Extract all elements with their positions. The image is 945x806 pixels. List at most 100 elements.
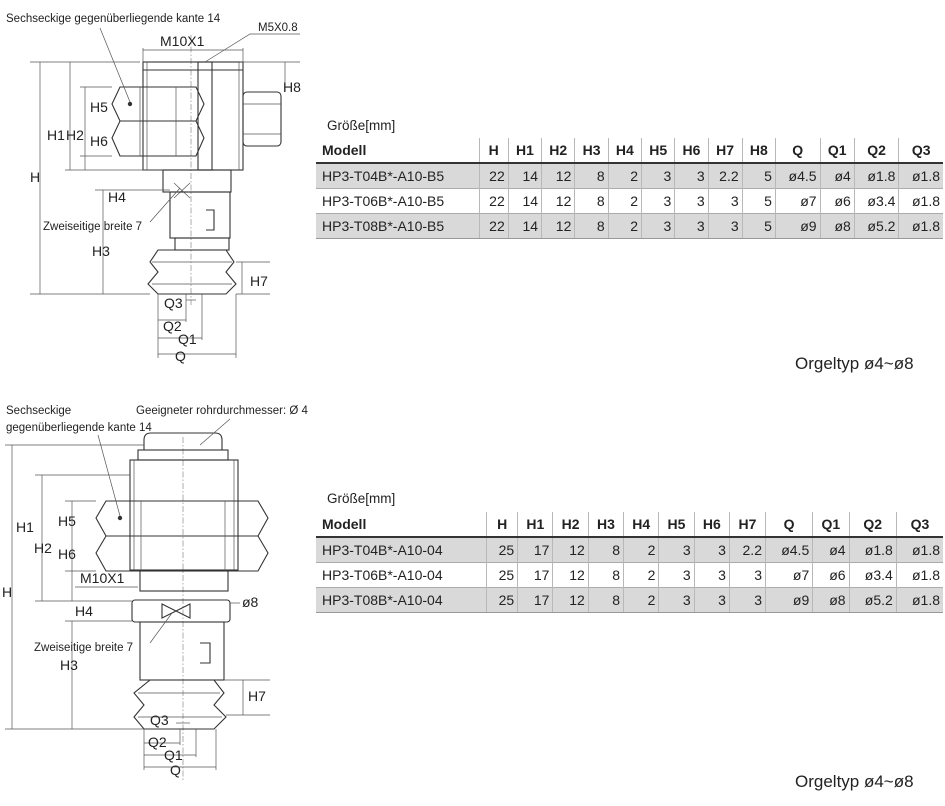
tube-note: Geeigneter rohrdurchmesser: Ø 4 <box>136 405 309 417</box>
dim-H: H <box>2 584 12 600</box>
thread-main-label: M10X1 <box>80 570 125 586</box>
dim-Q3: Q3 <box>164 295 183 311</box>
table-cell: 8 <box>574 162 609 189</box>
table-cell: 12 <box>541 213 575 239</box>
table-cell: 14 <box>507 188 542 214</box>
table-cell: HP3-T06B*-A10-B5 <box>316 188 480 214</box>
col-header: Q3 <box>898 138 943 164</box>
col-header: Q1 <box>819 138 855 164</box>
hex-note-line1: Sechseckige <box>6 405 71 417</box>
thread-main-label: M10X1 <box>160 33 205 49</box>
col-header: Q1 <box>812 512 850 538</box>
dim-H2: H2 <box>66 127 84 143</box>
table-cell: ø7 <box>774 188 821 214</box>
flat-note: Zweiseitige breite 7 <box>34 642 133 654</box>
table-cell: ø4.5 <box>764 536 813 563</box>
table-cell: 3 <box>674 188 709 214</box>
table-cell: 2 <box>623 587 659 613</box>
table-cell: ø1.8 <box>895 587 943 613</box>
dim-H3: H3 <box>60 657 78 673</box>
table-cell: 22 <box>478 188 509 214</box>
table-cell: ø8 <box>812 587 850 613</box>
table-cell: 8 <box>587 562 624 588</box>
bottom-spec-table: Modell H H1 H2 H3 H4 H5 H6 H7 Q Q1 Q2 Q3… <box>316 512 943 613</box>
table-cell: 3 <box>728 562 766 588</box>
table-cell: 3 <box>640 188 675 214</box>
table-cell: 8 <box>574 213 609 239</box>
dim-H1: H1 <box>16 519 34 535</box>
table-cell: 2 <box>607 213 642 239</box>
table-cell: HP3-T08B*-A10-04 <box>316 587 487 613</box>
table-cell: 14 <box>507 162 542 189</box>
table-cell: ø5.2 <box>853 213 899 239</box>
table-cell: 3 <box>640 162 675 189</box>
table-cell: ø8 <box>819 213 855 239</box>
col-header: H4 <box>623 512 659 538</box>
col-header: H2 <box>552 512 589 538</box>
top-technical-drawing: M10X1 M5X0.8 Sechseckige gegenüberliegen… <box>6 13 301 364</box>
table-cell: 25 <box>486 536 518 563</box>
col-header: H5 <box>640 138 675 164</box>
col-header: H6 <box>674 138 709 164</box>
col-header: Q <box>764 512 813 538</box>
col-header: H3 <box>574 138 609 164</box>
table-cell: 12 <box>541 188 575 214</box>
table-cell: 3 <box>674 162 709 189</box>
dim-Q3: Q3 <box>150 712 169 728</box>
dim-H5: H5 <box>90 99 108 115</box>
table-cell: ø1.8 <box>898 162 943 189</box>
dim-H3: H3 <box>92 243 110 259</box>
table-cell: 5 <box>741 188 776 214</box>
table-cell: 8 <box>574 188 609 214</box>
table-cell: ø1.8 <box>898 213 943 239</box>
table-cell: 3 <box>693 562 730 588</box>
dim-H6: H6 <box>90 133 108 149</box>
table-cell: 17 <box>517 587 553 613</box>
table-cell: HP3-T04B*-A10-04 <box>316 536 487 563</box>
table-cell: ø9 <box>764 587 813 613</box>
port-diameter-label: ø8 <box>242 594 259 610</box>
table-row: HP3-T08B*-A10-B5 22 14 12 8 2 3 3 3 5 ø9… <box>316 213 943 239</box>
table-cell: 12 <box>552 587 589 613</box>
table-cell: ø3.4 <box>853 188 899 214</box>
table-cell: 3 <box>693 536 730 563</box>
bottom-technical-drawing: Sechseckige gegenüberliegende kante 14 G… <box>2 405 309 780</box>
dim-Q2: Q2 <box>148 734 167 750</box>
table-cell: 12 <box>541 162 575 189</box>
table-cell: 3 <box>658 536 695 563</box>
table-cell: 2 <box>623 562 659 588</box>
top-type-label: Orgeltyp ø4~ø8 <box>795 354 914 373</box>
col-header: H7 <box>707 138 743 164</box>
table-cell: ø5.2 <box>848 587 897 613</box>
table-cell: HP3-T04B*-A10-B5 <box>316 162 480 189</box>
table-cell: 12 <box>552 562 589 588</box>
dim-H2: H2 <box>34 540 52 556</box>
col-header-model: Modell <box>316 138 480 164</box>
dim-Q: Q <box>175 348 186 364</box>
dim-H5: H5 <box>58 513 76 529</box>
table-cell: ø1.8 <box>895 536 943 563</box>
dim-H7: H7 <box>250 273 268 289</box>
table-cell: HP3-T08B*-A10-B5 <box>316 213 480 239</box>
col-header: H5 <box>658 512 695 538</box>
table-cell: ø3.4 <box>848 562 897 588</box>
table-cell: 22 <box>478 162 509 189</box>
table-cell: ø7 <box>764 562 813 588</box>
table-cell: 3 <box>674 213 709 239</box>
table-cell: ø4 <box>812 536 850 563</box>
col-header: H2 <box>541 138 575 164</box>
dim-H6: H6 <box>58 546 76 562</box>
dim-H8: H8 <box>283 79 301 95</box>
top-spec-table: Modell H H1 H2 H3 H4 H5 H6 H7 H8 Q Q1 Q2… <box>316 138 943 239</box>
table-cell: 3 <box>707 213 743 239</box>
table-cell: 5 <box>741 213 776 239</box>
table-cell: 3 <box>728 587 766 613</box>
col-header: H <box>486 512 518 538</box>
table-cell: HP3-T06B*-A10-04 <box>316 562 487 588</box>
table-cell: 2 <box>607 162 642 189</box>
table-cell: 8 <box>587 587 624 613</box>
col-header: H <box>478 138 509 164</box>
table-cell: ø9 <box>774 213 821 239</box>
table-cell: 12 <box>552 536 589 563</box>
table-cell: 2 <box>623 536 659 563</box>
